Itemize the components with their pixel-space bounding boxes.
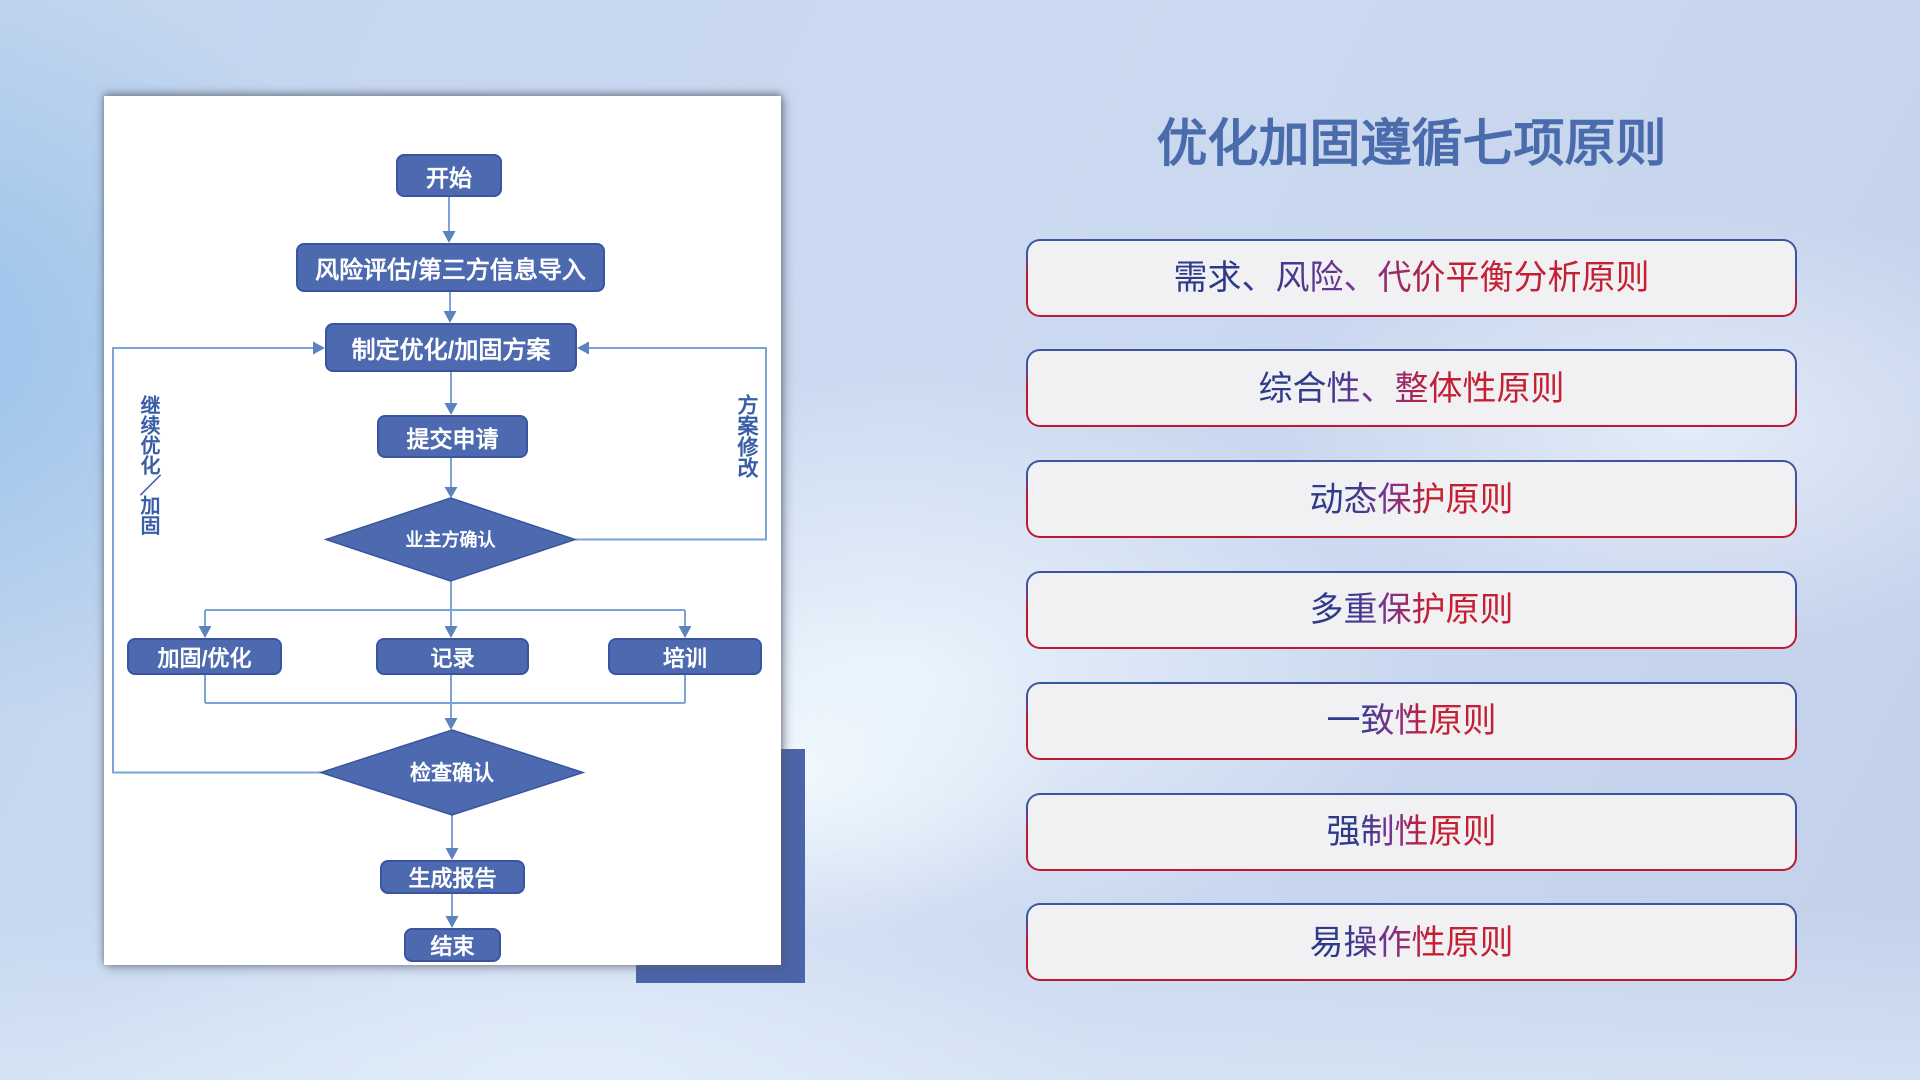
svg-text:检查确认: 检查确认 <box>410 761 494 785</box>
svg-text:业主方确认: 业主方确认 <box>406 529 497 550</box>
